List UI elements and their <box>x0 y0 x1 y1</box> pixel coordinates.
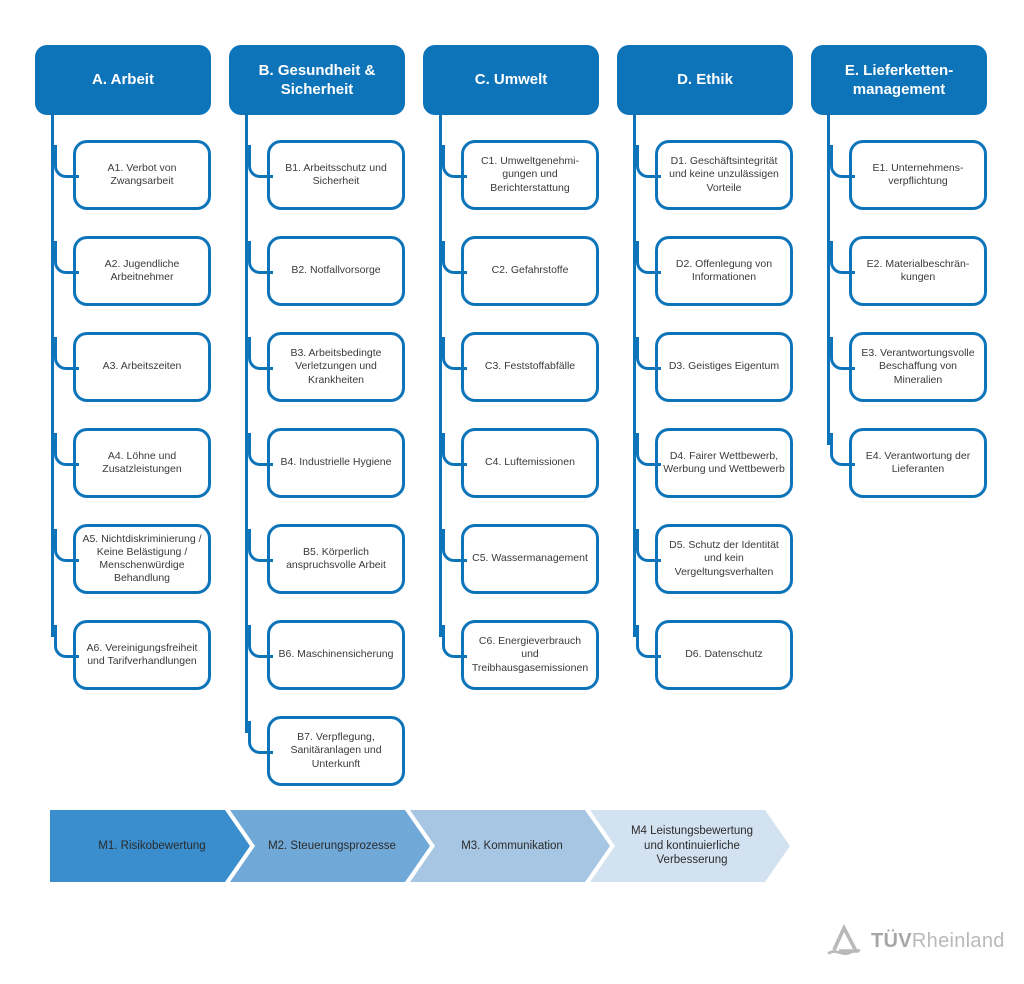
subcategory-box: B5. Körperlich anspruchsvolle Arbeit <box>248 524 405 594</box>
subcategory-box: A1. Verbot von Zwangsarbeit <box>54 140 211 210</box>
subcategory-label: D2. Offenlegung von Informationen <box>675 257 773 283</box>
category-header-B: B. Gesundheit & Sicherheit <box>229 45 405 115</box>
category-header-A: A. Arbeit <box>35 45 211 115</box>
subcategory-label: E4. Verantwortung der Lieferanten <box>865 449 971 475</box>
logo-text-rheinland: Rheinland <box>911 929 1005 952</box>
subcategory-box: A4. Löhne und Zusatzleistungen <box>54 428 211 498</box>
subcategory-label: C6. Energieverbrauch und Treibhausgasemi… <box>471 635 589 674</box>
subcategory-box: C3. Feststoffabfälle <box>442 332 599 402</box>
subcategory-label: B5. Körperlich anspruchsvolle Arbeit <box>286 545 386 571</box>
category-header-C: C. Umwelt <box>423 45 599 115</box>
subcategory-box: C5. Wassermanagement <box>442 524 599 594</box>
subcategory-box: B4. Industrielle Hygiene <box>248 428 405 498</box>
subcategory-label: D6. Datenschutz <box>685 648 763 661</box>
subcategory-label: B1. Arbeitsschutz und Sicherheit <box>285 161 387 187</box>
subcategory-label: C5. Wassermanagement <box>472 552 588 565</box>
subcategory-label: A1. Verbot von Zwangsarbeit <box>107 161 177 187</box>
subcategory-box: B3. Arbeitsbedingte Verletzungen und Kra… <box>248 332 405 402</box>
connector-trunk <box>245 115 248 733</box>
subcategory-box: C4. Luftemissionen <box>442 428 599 498</box>
subcategory-label: C4. Luftemissionen <box>485 456 575 469</box>
connector-trunk <box>633 115 636 637</box>
process-step-label: M3. Kommunikation <box>461 839 563 852</box>
subcategory-list: C1. Umweltgenehmi­gungen und Berichterst… <box>442 140 599 690</box>
subcategory-label: E1. Unternehmens­verpflichtung <box>872 161 964 187</box>
subcategory-label: E3. Verantwortungsvolle Beschaffung von … <box>861 347 975 386</box>
subcategory-label: C1. Umweltgenehmi­gungen und Berichterst… <box>480 155 580 194</box>
process-step-label: M1. Risikobewertung <box>98 839 206 852</box>
subcategory-label: D3. Geistiges Eigentum <box>668 360 780 373</box>
subcategory-label: C3. Feststoffabfälle <box>484 360 576 373</box>
process-step-label: M2. Steuerungsprozesse <box>268 839 396 852</box>
tuv-triangle-icon <box>827 923 861 955</box>
process-step-M1: M1. Risikobewertung <box>50 810 250 882</box>
logo-text-tuv: TÜV <box>871 929 912 952</box>
process-step-M4: M4 Leistungsbewertung und kontinuierlich… <box>590 810 790 882</box>
subcategory-box: E3. Verantwortungsvolle Beschaffung von … <box>830 332 987 402</box>
process-step-M3: M3. Kommunikation <box>410 810 610 882</box>
subcategory-label: D4. Fairer Wettbewerb, Werbung und Wettb… <box>663 449 785 475</box>
subcategory-label: D5. Schutz der Identität und kein Vergel… <box>669 539 779 578</box>
subcategory-box: C2. Gefahrstoffe <box>442 236 599 306</box>
category-header-D: D. Ethik <box>617 45 793 115</box>
process-steps-row: M1. Risikobewertung M2. Steuerungsprozess… <box>50 810 790 882</box>
subcategory-box: C1. Umweltgenehmi­gungen und Berichterst… <box>442 140 599 210</box>
process-step-label: M4 Leistungsbewertung und kontinuierlich… <box>630 824 754 867</box>
subcategory-box: D2. Offenlegung von Informationen <box>636 236 793 306</box>
connector-trunk <box>439 115 442 637</box>
subcategory-box: B1. Arbeitsschutz und Sicherheit <box>248 140 405 210</box>
subcategory-label: A6. Vereinigungsfreiheit und Tarifverhan… <box>86 641 198 667</box>
subcategory-box: C6. Energieverbrauch und Treibhausgasemi… <box>442 620 599 690</box>
subcategory-label: E2. Materialbeschrän­kungen <box>866 257 970 283</box>
connector-trunk <box>827 115 830 445</box>
subcategory-label: B6. Maschinensicherung <box>278 648 394 661</box>
subcategory-box: D3. Geistiges Eigentum <box>636 332 793 402</box>
subcategory-box: A6. Vereinigungsfreiheit und Tarifverhan… <box>54 620 211 690</box>
subcategory-box: D1. Geschäftsintegrität und keine unzulä… <box>636 140 793 210</box>
subcategory-box: B2. Notfallvorsorge <box>248 236 405 306</box>
subcategory-label: A2. Jugendliche Arbeitnehmer <box>104 257 180 283</box>
subcategory-box: B6. Maschinensicherung <box>248 620 405 690</box>
subcategory-list: D1. Geschäftsintegrität und keine unzulä… <box>636 140 793 690</box>
subcategory-box: D5. Schutz der Identität und kein Vergel… <box>636 524 793 594</box>
subcategory-label: B7. Verpflegung, Sanitäranlagen und Unte… <box>290 731 382 770</box>
subcategory-label: B3. Arbeitsbedingte Verletzungen und Kra… <box>290 347 382 386</box>
subcategory-label: C2. Gefahrstoffe <box>491 264 569 277</box>
subcategory-box: A3. Arbeitszeiten <box>54 332 211 402</box>
subcategory-label: A4. Löhne und Zusatzleistungen <box>102 449 182 475</box>
subcategory-box: E1. Unternehmens­verpflichtung <box>830 140 987 210</box>
subcategory-box: D4. Fairer Wettbewerb, Werbung und Wettb… <box>636 428 793 498</box>
logo-text: TÜVRheinland <box>871 930 1005 953</box>
subcategory-label: B4. Industrielle Hygiene <box>280 456 392 469</box>
subcategory-box: E2. Materialbeschrän­kungen <box>830 236 987 306</box>
subcategory-box: A5. Nichtdiskriminierung / Keine Belästi… <box>54 524 211 594</box>
connector-trunk <box>51 115 54 637</box>
subcategory-label: B2. Notfallvorsorge <box>291 264 381 277</box>
subcategory-label: A3. Arbeitszeiten <box>102 360 182 373</box>
subcategory-label: A5. Nichtdiskriminierung / Keine Belästi… <box>82 532 202 585</box>
subcategory-box: B7. Verpflegung, Sanitäranlagen und Unte… <box>248 716 405 786</box>
subcategory-box: A2. Jugendliche Arbeitnehmer <box>54 236 211 306</box>
subcategory-box: E4. Verantwortung der Lieferanten <box>830 428 987 498</box>
category-header-E: E. Lieferketten­management <box>811 45 987 115</box>
subcategory-label: D1. Geschäftsintegrität und keine unzulä… <box>669 155 779 194</box>
process-step-M2: M2. Steuerungsprozesse <box>230 810 430 882</box>
subcategory-box: D6. Datenschutz <box>636 620 793 690</box>
tuv-rheinland-logo: TÜVRheinland <box>826 920 1005 962</box>
